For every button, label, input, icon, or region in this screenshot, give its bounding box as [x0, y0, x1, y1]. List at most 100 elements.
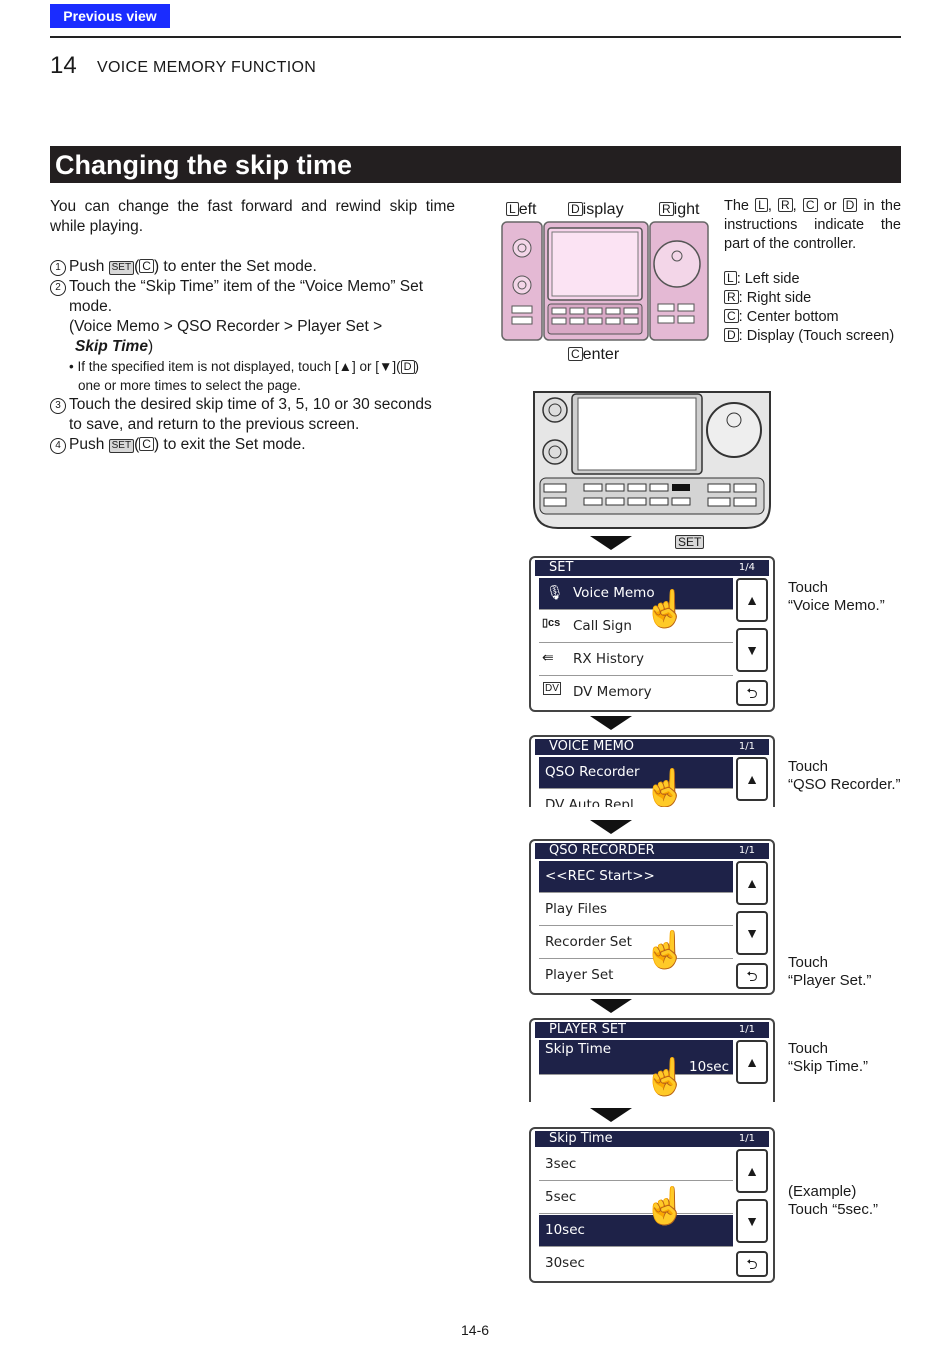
- menu-item-dv-auto-reply[interactable]: DV Auto Repl: [539, 790, 733, 807]
- caption-text: “Player Set.”: [788, 972, 872, 989]
- section-title-bar: [50, 146, 901, 183]
- step-number: 2: [50, 280, 66, 296]
- legend-text: : Display (Touch screen): [738, 328, 895, 344]
- menu-item-skip-time[interactable]: Skip Time 10sec: [539, 1040, 733, 1075]
- page-up-button[interactable]: ▲: [736, 1040, 768, 1084]
- back-button[interactable]: ⮌: [736, 680, 768, 706]
- legend: The L, R, C or D in the instructions ind…: [724, 197, 901, 346]
- caption-text: Touch: [788, 954, 829, 971]
- menu-item-dv-memory[interactable]: DV Memory: [539, 677, 733, 708]
- set-button-highlight: [672, 484, 690, 491]
- set-key-icon: SET: [108, 261, 135, 275]
- caption-player-set: Touch“Player Set.”: [788, 954, 871, 990]
- menu-item-call-sign[interactable]: Call Sign: [539, 611, 733, 643]
- caption-text: (Example): [788, 1183, 857, 1200]
- caption-text: Touch “5sec.”: [788, 1201, 879, 1218]
- set-key-icon: SET: [675, 535, 705, 549]
- hand-pointer-icon: ☝: [643, 588, 688, 629]
- step-text: (: [134, 258, 140, 275]
- note-text: one or more times to select the page.: [78, 378, 301, 393]
- menu-item-label: Voice Memo: [573, 585, 655, 601]
- menu-item-label: Skip Time: [545, 1041, 612, 1057]
- hand-pointer-icon: ☝: [643, 1185, 688, 1226]
- menu-item-play-files[interactable]: Play Files: [539, 894, 733, 926]
- screen-title: QSO RECORDER: [549, 843, 655, 858]
- menu-item-rx-history[interactable]: RX History: [539, 644, 733, 676]
- menu-item-label: Recorder Set: [545, 934, 632, 950]
- step-text: ) to exit the Set mode.: [153, 436, 306, 453]
- menu-item-label: Play Files: [545, 901, 608, 917]
- legend-text: : Center bottom: [738, 309, 839, 325]
- step-number: 4: [50, 438, 66, 454]
- page-up-button[interactable]: ▲: [736, 757, 768, 801]
- step-text: ): [147, 338, 154, 355]
- caption-skip-time: Touch“Skip Time.”: [788, 1040, 868, 1076]
- page-indicator: 1/4: [738, 562, 755, 573]
- option-label: 30sec: [545, 1255, 585, 1271]
- left-key-icon: L: [755, 198, 768, 212]
- page-down-button[interactable]: ▼: [736, 911, 768, 955]
- step-number: 3: [50, 398, 66, 414]
- option-5sec[interactable]: 5sec: [539, 1182, 733, 1214]
- step-text: ) to enter the Set mode.: [153, 258, 317, 275]
- previous-view-button[interactable]: Previous view: [50, 4, 170, 28]
- page-up-button[interactable]: ▲: [736, 1149, 768, 1193]
- intro-text: You can change the fast forward and rewi…: [50, 197, 455, 237]
- left-key-icon: L: [506, 202, 519, 216]
- option-label: 5sec: [545, 1189, 577, 1205]
- legend-text: : Right side: [738, 290, 812, 306]
- screen-title: PLAYER SET: [549, 1022, 626, 1037]
- menu-item-qso-recorder[interactable]: QSO Recorder: [539, 757, 733, 789]
- menu-item-rec-start[interactable]: <<REC Start>>: [539, 861, 733, 893]
- hand-pointer-icon: ☝: [643, 1056, 688, 1097]
- legend-text: part of the controller.: [724, 236, 857, 252]
- center-key-icon: C: [802, 198, 818, 212]
- option-10sec[interactable]: 10sec: [539, 1215, 733, 1247]
- menu-item-label: <<REC Start>>: [545, 868, 655, 884]
- screen-title: VOICE MEMO: [549, 739, 635, 754]
- display-key-icon: D: [568, 202, 583, 216]
- display-key-icon: D: [400, 360, 415, 374]
- screen-title: Skip Time: [549, 1131, 613, 1146]
- step-text: to save, and return to the previous scre…: [69, 416, 360, 433]
- chapter-title: VOICE MEMORY FUNCTION: [97, 59, 317, 76]
- option-30sec[interactable]: 30sec: [539, 1248, 733, 1279]
- caption-text: “QSO Recorder.”: [788, 776, 901, 793]
- controller-diagram: [501, 221, 709, 341]
- hand-pointer-icon: ☝: [643, 767, 688, 807]
- menu-item-label: QSO Recorder: [545, 764, 640, 780]
- step-text: Push: [69, 436, 109, 453]
- right-key-icon: R: [659, 202, 674, 216]
- arrow-down-icon: [590, 1108, 632, 1122]
- menu-item-voice-memo[interactable]: Voice Memo: [539, 578, 733, 610]
- back-button[interactable]: ⮌: [736, 963, 768, 989]
- back-button[interactable]: ⮌: [736, 1251, 768, 1277]
- screen-title-bar: VOICE MEMO 1/1: [535, 739, 769, 755]
- menu-item-label: DV Memory: [573, 684, 652, 700]
- option-3sec[interactable]: 3sec: [539, 1149, 733, 1181]
- menu-item-player-set[interactable]: Player Set: [539, 960, 733, 991]
- page-up-button[interactable]: ▲: [736, 578, 768, 622]
- menu-item-label: DV Auto Repl: [545, 797, 634, 807]
- step-text: Push: [69, 258, 109, 275]
- menu-item-recorder-set[interactable]: Recorder Set: [539, 927, 733, 959]
- page-up-button[interactable]: ▲: [736, 861, 768, 905]
- page-down-button[interactable]: ▼: [736, 1199, 768, 1243]
- callsign-icon: ▯cs: [542, 617, 561, 629]
- arrow-down-icon: [590, 820, 632, 834]
- step-number: 1: [50, 260, 66, 276]
- legend-text: or: [817, 198, 843, 214]
- note-text: • If the specified item is not displayed…: [69, 359, 401, 374]
- arrow-down-icon: [590, 716, 632, 730]
- page-indicator: 1/1: [738, 741, 755, 752]
- option-label: 3sec: [545, 1156, 577, 1172]
- page-down-button[interactable]: ▼: [736, 628, 768, 672]
- right-key-icon: R: [724, 290, 739, 304]
